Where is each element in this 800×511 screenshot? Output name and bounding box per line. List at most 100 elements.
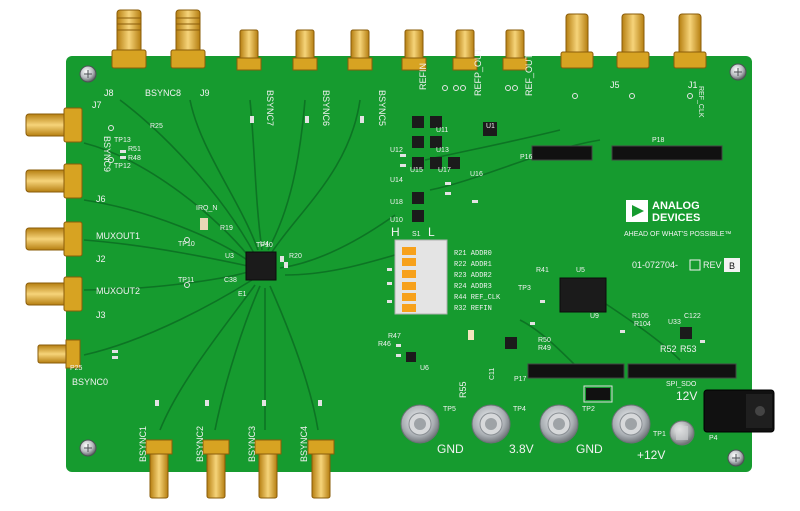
- label-u15: U15: [410, 167, 423, 174]
- label-r52: R52: [660, 344, 677, 354]
- mounting-screws: [79, 63, 747, 467]
- rev-value: B: [729, 261, 735, 271]
- label-tp11: TP11: [178, 277, 194, 284]
- power-jack-ref: P4: [709, 435, 718, 442]
- led: [468, 330, 474, 340]
- label-j1: J1: [688, 80, 698, 90]
- smb-connector-bsync1: [145, 439, 173, 499]
- label-bsync5: BSYNC5: [377, 90, 387, 126]
- label-r51: R51: [128, 146, 141, 153]
- label-j8: J8: [104, 88, 114, 98]
- dip-line-1: R22 ADDR1: [454, 261, 492, 269]
- label-ref-clk: REF_CLK: [697, 86, 704, 118]
- part-number-block: 01-072704- REV B: [632, 258, 740, 272]
- label-r46: R46: [378, 341, 391, 348]
- label-j2: J2: [96, 254, 106, 264]
- tp4-label: 3.8V: [509, 442, 534, 456]
- sma-connector-j2: [25, 221, 83, 257]
- label-bsync3: BSYNC3: [247, 426, 257, 462]
- label-u16: U16: [470, 171, 483, 178]
- test-points-power: TP5 GND TP4 3.8V TP2 GND TP1 +12V: [400, 404, 666, 462]
- label-u3: U3: [225, 253, 234, 260]
- label-r53: R53: [680, 344, 697, 354]
- label-u1: U1: [486, 123, 495, 130]
- sma-connector-j9: [170, 9, 206, 69]
- test-point-tp2: TP2 GND: [539, 404, 603, 456]
- main-ic-u4: TP10: [245, 242, 277, 281]
- label-e1: E1: [238, 291, 247, 298]
- dip-right-label: L: [428, 225, 435, 239]
- label-p25: P25: [70, 365, 83, 372]
- label-r20: R20: [289, 253, 302, 260]
- label-r48: R48: [128, 155, 141, 162]
- smb-connector-bsync2: [202, 439, 230, 499]
- tp5-label: GND: [437, 442, 464, 456]
- sma-connector-j5: [616, 13, 650, 69]
- label-r50: R50: [538, 337, 551, 344]
- top-sma-connectors: [111, 9, 707, 71]
- header-p5-label: SPI_SDO: [666, 381, 697, 388]
- label-j3: J3: [96, 310, 106, 320]
- label-irq: IRQ_N: [196, 205, 217, 212]
- tp1-ref: TP1: [653, 431, 666, 438]
- smb-connector-bsync6: [292, 29, 318, 71]
- electrolytic-capacitor: [669, 420, 695, 446]
- label-c11: C11: [489, 368, 496, 380]
- dip-switch-lines: R21 ADDR0 R22 ADDR1 R23 ADDR2 R24 ADDR3 …: [454, 250, 501, 313]
- analog-devices-logo: ANALOG DEVICES AHEAD OF WHAT'S POSSIBLE™: [624, 200, 731, 238]
- sma-connector-j4: [560, 13, 594, 69]
- dip-line-3: R24 ADDR3: [454, 283, 492, 291]
- header-p18: P18: [611, 137, 723, 161]
- logo-line1: ANALOG: [652, 200, 700, 212]
- pcb-traces: [83, 99, 681, 431]
- label-tp10: TP10: [178, 241, 195, 248]
- tp1-label: +12V: [637, 448, 665, 462]
- label-u10: U10: [390, 217, 403, 224]
- label-tp13: TP13: [114, 137, 131, 144]
- label-r25: R25: [150, 123, 163, 130]
- label-ref-out: REF_OUT: [524, 53, 534, 96]
- sma-connector-j7: [25, 107, 83, 143]
- misc-silkscreen: IRQ_N TP10 TP11 TP13 TP12 R51 R48 R55 C1…: [114, 123, 701, 398]
- part-number: 01-072704-: [632, 260, 678, 270]
- label-j5: J5: [610, 80, 620, 90]
- rev-label: REV: [703, 260, 722, 270]
- label-c38: C38: [224, 277, 237, 284]
- label-bsync2: BSYNC2: [195, 426, 205, 462]
- label-j6: J6: [96, 194, 106, 204]
- smb-connector-refp-out: [452, 29, 478, 71]
- label-bsync0: BSYNC0: [72, 377, 108, 387]
- label-r19: R19: [220, 225, 233, 232]
- label-u14: U14: [390, 177, 403, 184]
- jumper: [583, 385, 613, 403]
- tp2-label: GND: [576, 442, 603, 456]
- label-u6: U6: [420, 365, 429, 372]
- label-j7: J7: [92, 100, 102, 110]
- tp5-ref: TP5: [443, 406, 456, 413]
- smb-connector-ref-out: [502, 29, 528, 71]
- label-muxout2: MUXOUT2: [96, 286, 140, 296]
- label-bsync7: BSYNC7: [265, 90, 275, 126]
- label-bsync8: BSYNC8: [145, 88, 181, 98]
- logo-tagline: AHEAD OF WHAT'S POSSIBLE™: [624, 231, 731, 238]
- chip-u5-label: U5: [576, 267, 585, 274]
- header-p17: P17: [514, 363, 625, 383]
- smb-connector-bsync4: [307, 439, 335, 499]
- label-muxout1: MUXOUT1: [96, 231, 140, 241]
- ic-u5: U5: [559, 267, 607, 313]
- left-sma-connectors: [25, 107, 83, 369]
- smb-connector-bsync7: [236, 29, 262, 71]
- dip-switch-s1: H L S1: [391, 225, 448, 315]
- chip-u4-label: TP10: [256, 242, 273, 249]
- smb-connector-bsync3: [254, 439, 282, 499]
- label-r41: R41: [536, 267, 549, 274]
- label-r47: R47: [388, 333, 401, 340]
- bottom-smb-connectors: [145, 439, 335, 499]
- header-p18-label: P18: [652, 137, 665, 144]
- header-p17-label: P17: [514, 376, 527, 383]
- label-u4: U4: [260, 241, 269, 248]
- smb-connector-bsync5: [347, 29, 373, 71]
- test-point-tp5: TP5 GND: [400, 404, 464, 456]
- passive-components: [112, 116, 705, 406]
- power-voltage-label: 12V: [676, 389, 697, 403]
